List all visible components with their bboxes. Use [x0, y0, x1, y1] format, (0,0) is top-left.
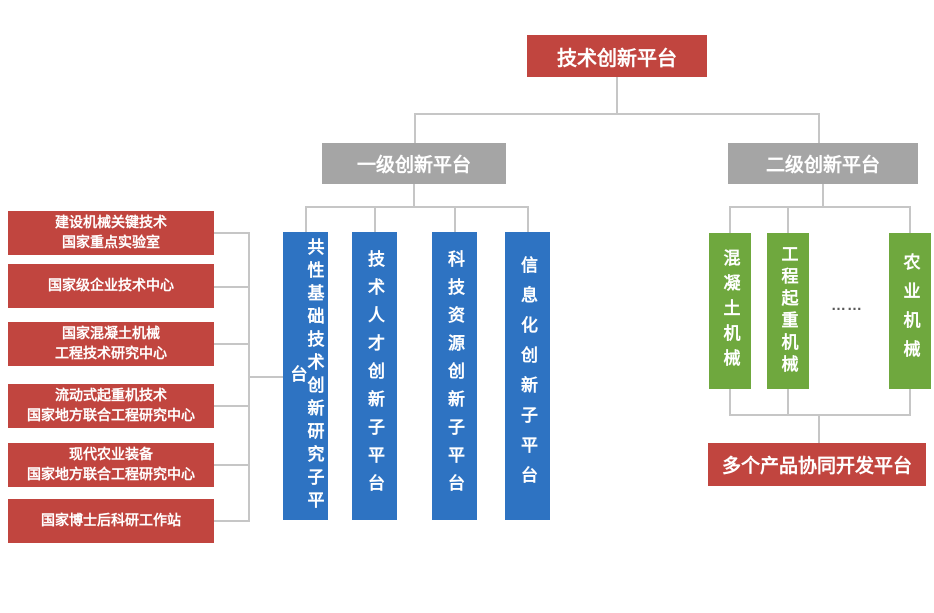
connector-line — [787, 389, 789, 415]
connector-line — [214, 232, 248, 234]
connector-line — [305, 206, 307, 232]
column-common-basic-tech-sub-platform: 共性基础技术创新研究子平台 — [283, 232, 328, 520]
connector-line — [248, 376, 283, 378]
connector-line — [414, 113, 416, 143]
connector-line — [818, 414, 820, 443]
connector-line — [214, 405, 248, 407]
left-box-enterprise-tech-center: 国家级企业技术中心 — [8, 264, 214, 308]
column-label: 共性基础技术创新研究子平台 — [287, 238, 324, 514]
connector-line — [527, 206, 529, 232]
connector-line — [729, 414, 911, 416]
connector-line — [374, 206, 376, 232]
connector-line — [214, 343, 248, 345]
column-label: 工程起重机械 — [778, 245, 798, 377]
left-box-concrete-machinery-center: 国家混凝土机械 工程技术研究中心 — [8, 322, 214, 366]
connector-line — [787, 206, 789, 233]
left-box-agricultural-equipment-center: 现代农业装备 国家地方联合工程研究中心 — [8, 443, 214, 487]
connector-line — [822, 184, 824, 206]
connector-line — [729, 206, 911, 208]
node-level2-innovation-platform: 二级创新平台 — [728, 143, 918, 184]
column-label: 农业机械 — [900, 253, 920, 369]
column-concrete-machinery: 混凝土机械 — [709, 233, 751, 389]
column-informatization-sub-platform: 信息化创新子平台 — [505, 232, 550, 520]
connector-line — [454, 206, 456, 232]
column-engineering-crane-machinery: 工程起重机械 — [767, 233, 809, 389]
node-multi-product-codev-platform: 多个产品协同开发平台 — [708, 443, 926, 486]
connector-line — [909, 389, 911, 415]
column-label: 科技资源创新子平台 — [445, 250, 464, 502]
left-box-postdoctoral-workstation: 国家博士后科研工作站 — [8, 499, 214, 543]
connector-line — [414, 113, 819, 115]
node-level1-innovation-platform: 一级创新平台 — [322, 143, 506, 184]
connector-line — [616, 77, 618, 113]
connector-line — [729, 389, 731, 415]
connector-line — [214, 464, 248, 466]
connector-line — [214, 286, 248, 288]
connector-line — [818, 113, 820, 143]
column-tech-talent-sub-platform: 技术人才创新子平台 — [352, 232, 397, 520]
column-agricultural-machinery: 农业机械 — [889, 233, 931, 389]
ellipsis-more-products: …… — [831, 297, 863, 314]
node-tech-innovation-platform: 技术创新平台 — [527, 35, 707, 77]
column-sci-tech-resource-sub-platform: 科技资源创新子平台 — [432, 232, 477, 520]
left-box-key-laboratory: 建设机械关键技术 国家重点实验室 — [8, 211, 214, 255]
connector-line — [413, 184, 415, 206]
connector-line — [214, 520, 248, 522]
connector-line — [909, 206, 911, 233]
connector-line — [729, 206, 731, 233]
left-box-mobile-crane-center: 流动式起重机技术 国家地方联合工程研究中心 — [8, 384, 214, 428]
column-label: 混凝土机械 — [720, 248, 740, 374]
column-label: 技术人才创新子平台 — [365, 250, 384, 502]
connector-line — [305, 206, 528, 208]
column-label: 信息化创新子平台 — [518, 256, 537, 496]
